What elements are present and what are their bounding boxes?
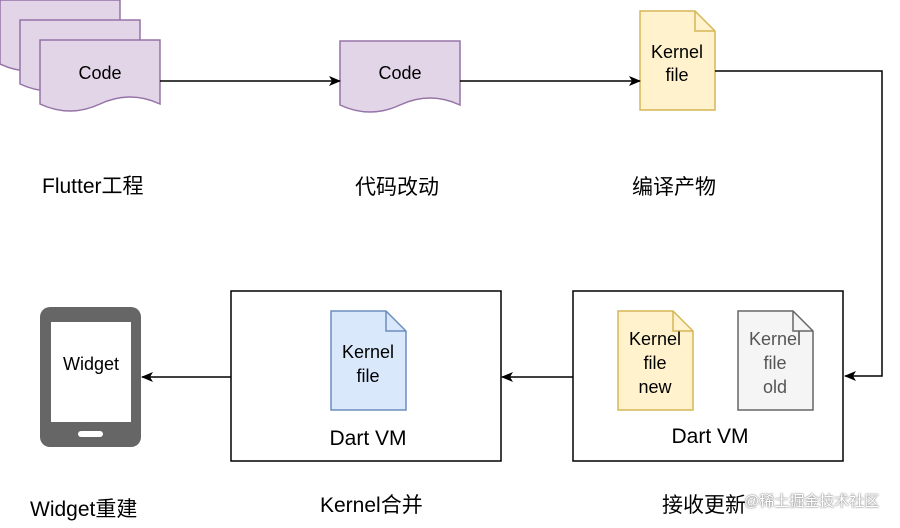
caption-receive-update: 接收更新 <box>662 494 746 517</box>
kernel-old-line-2: file <box>763 353 786 373</box>
code-changed-label: Code <box>378 63 421 83</box>
code-stack-label: Code <box>78 63 121 83</box>
kernel-file-line-2: file <box>665 65 688 85</box>
kernel-file-line-1: Kernel <box>651 42 703 62</box>
kernel-file-node: Kernel file <box>639 10 716 111</box>
merge-vm-box: Kernel file Dart VM <box>230 290 502 462</box>
kernel-merged-line-2: file <box>356 366 379 386</box>
widget-label: Widget <box>63 354 119 374</box>
caption-code-change: 代码改动 <box>355 176 439 199</box>
phone-icon: Widget <box>40 307 141 447</box>
receive-vm-box: Kernel file new Kernel file old Dart VM <box>572 290 844 462</box>
caption-flutter-project: Flutter工程 <box>42 175 144 198</box>
code-changed-node: Code <box>339 40 461 113</box>
arrow-compile-to-receive <box>715 70 883 381</box>
watermark: @稀土掘金技术社区 <box>744 493 880 510</box>
code-stack-node: Code <box>0 0 161 112</box>
kernel-new-line-2: file <box>643 353 666 373</box>
kernel-merged-line-1: Kernel <box>342 342 394 362</box>
kernel-new-line-3: new <box>638 377 672 397</box>
kernel-old-line-3: old <box>763 377 787 397</box>
receive-vm-label: Dart VM <box>671 425 748 448</box>
caption-widget-rebuild: Widget重建 <box>30 498 138 521</box>
merge-vm-label: Dart VM <box>329 427 406 450</box>
kernel-new-line-1: Kernel <box>629 329 681 349</box>
caption-kernel-merge: Kernel合并 <box>320 494 423 517</box>
caption-compile-output: 编译产物 <box>632 176 716 199</box>
kernel-old-line-1: Kernel <box>749 329 801 349</box>
